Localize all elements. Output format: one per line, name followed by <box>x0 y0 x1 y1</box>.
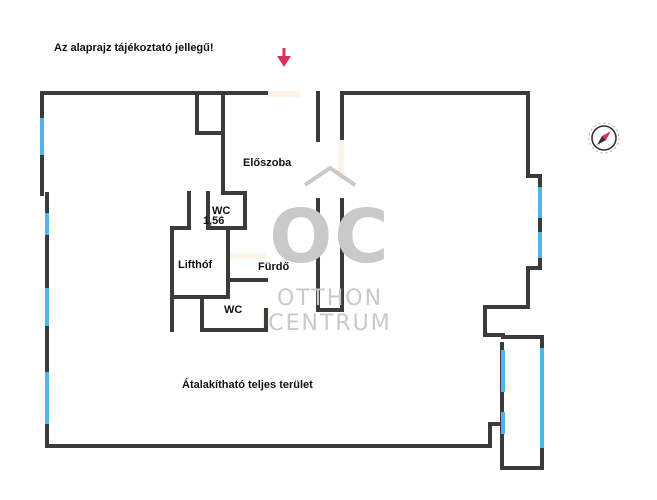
watermark-line1: OTTHON <box>277 286 383 311</box>
room-area-wc-upper: 1,56 <box>203 215 224 227</box>
watermark-roof-icon <box>303 165 357 187</box>
room-label-furdo: Fürdő <box>258 261 289 273</box>
arrow-down-icon <box>277 48 291 67</box>
room-label-main: Átalakítható teljes terület <box>182 378 313 391</box>
room-label-eloszoba: Előszoba <box>243 157 292 169</box>
room-label-lifthof: Lifthóf <box>178 259 213 271</box>
watermark-line2: CENTRUM <box>268 311 392 336</box>
windows <box>40 118 544 448</box>
watermark: OC OTTHON CENTRUM <box>268 165 392 336</box>
disclaimer-note: Az alaprajz tájékoztató jellegű! <box>54 42 214 54</box>
watermark-logo: OC <box>269 194 390 280</box>
room-label-wc-lower: WC <box>224 304 242 316</box>
walls <box>40 91 544 470</box>
compass-icon <box>588 122 620 154</box>
room-label-wc-upper: WC <box>212 205 230 217</box>
